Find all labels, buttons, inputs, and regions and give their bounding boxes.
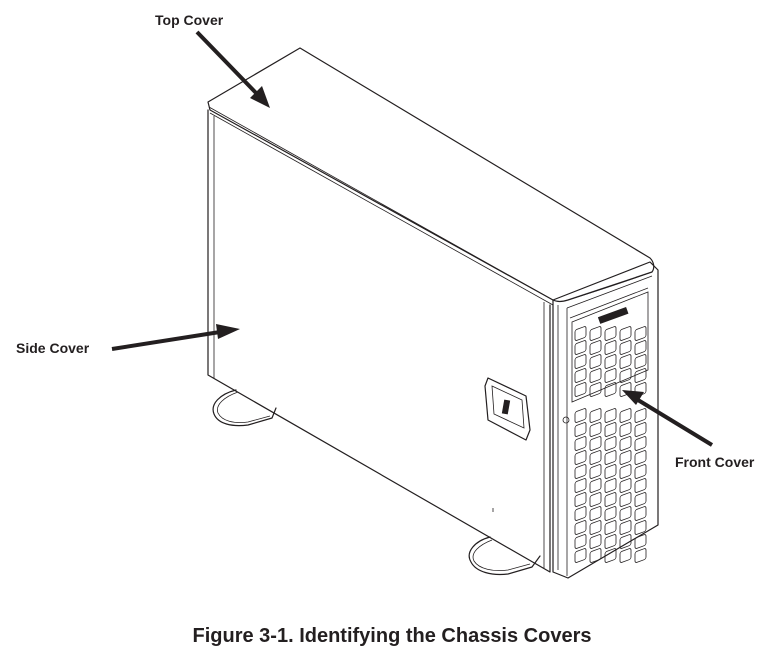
grille-cell xyxy=(574,422,587,437)
grille-cell xyxy=(574,520,587,535)
grille-cell xyxy=(574,408,587,423)
grille-cell xyxy=(634,340,647,355)
grille-cell xyxy=(604,368,617,383)
grille-cell xyxy=(604,478,617,493)
lock-icon xyxy=(562,416,570,424)
grille-cell xyxy=(589,368,602,383)
grille-cell xyxy=(589,492,602,507)
grille-cell xyxy=(589,408,602,423)
arrow-front-cover xyxy=(622,390,714,447)
grille-cell xyxy=(619,450,632,465)
grille-cell xyxy=(589,548,602,563)
grille-cell xyxy=(604,436,617,451)
grille-cell xyxy=(619,464,632,479)
grille-cell xyxy=(589,450,602,465)
grille-cell xyxy=(604,492,617,507)
grille-cell xyxy=(604,382,617,397)
side-cover-label: Side Cover xyxy=(16,340,90,356)
grille-cell xyxy=(604,354,617,369)
grille-cell xyxy=(634,450,647,465)
grille-cell xyxy=(574,478,587,493)
grille-cell xyxy=(589,382,602,397)
grille-cell xyxy=(619,340,632,355)
grille-cell xyxy=(634,534,647,549)
arrow-side-cover xyxy=(111,324,240,351)
grille-cell xyxy=(574,492,587,507)
grille-cell xyxy=(634,436,647,451)
grille-cell xyxy=(574,354,587,369)
grille-cell xyxy=(634,326,647,341)
top-cover xyxy=(207,47,655,306)
grille-cell xyxy=(604,548,617,563)
grille-cell xyxy=(634,506,647,521)
grille-cell xyxy=(619,408,632,423)
grille-cell xyxy=(574,450,587,465)
grille-cell xyxy=(634,478,647,493)
chassis-foot-front xyxy=(468,536,541,576)
grille-cell xyxy=(604,534,617,549)
grille-cell xyxy=(619,382,632,397)
grille-cell xyxy=(604,326,617,341)
top-cover-label: Top Cover xyxy=(155,12,224,28)
grille-cell xyxy=(634,368,647,383)
front-cover-label: Front Cover xyxy=(675,454,755,470)
grille-cell xyxy=(604,408,617,423)
front-cover xyxy=(552,261,659,579)
grille-cell xyxy=(634,520,647,535)
grille-cell xyxy=(574,436,587,451)
grille-cell xyxy=(619,422,632,437)
grille-cell xyxy=(619,492,632,507)
grille-cell xyxy=(604,520,617,535)
grille-cell xyxy=(589,354,602,369)
grille-cell xyxy=(574,326,587,341)
grille-cell xyxy=(634,354,647,369)
grille-cell xyxy=(589,340,602,355)
grille-cell xyxy=(589,506,602,521)
grille-cell xyxy=(619,354,632,369)
grille-cell xyxy=(574,534,587,549)
grille-cell xyxy=(604,450,617,465)
grille-cell xyxy=(574,368,587,383)
grille-cell xyxy=(634,548,647,563)
arrow-top-cover xyxy=(195,30,270,108)
grille-cell xyxy=(574,506,587,521)
side-cover-handle xyxy=(484,377,531,441)
grille-cell xyxy=(574,548,587,563)
grille-cell xyxy=(589,464,602,479)
side-cover xyxy=(207,109,551,573)
grille-cell xyxy=(619,548,632,563)
grille-cell xyxy=(604,506,617,521)
grille-cell xyxy=(604,422,617,437)
grille-cell xyxy=(589,478,602,493)
grille-cell xyxy=(574,382,587,397)
grille-cell xyxy=(604,340,617,355)
grille-cell xyxy=(589,520,602,535)
grille-cell xyxy=(619,506,632,521)
grille-cell xyxy=(589,534,602,549)
grille-cell xyxy=(634,492,647,507)
grille-cell xyxy=(589,422,602,437)
grille-cell xyxy=(634,464,647,479)
figure-caption: Figure 3-1. Identifying the Chassis Cove… xyxy=(192,625,592,647)
chassis-foot-rear xyxy=(212,389,277,427)
grille-cell xyxy=(574,464,587,479)
grille-cell xyxy=(589,436,602,451)
grille-cell xyxy=(619,368,632,383)
front-grille xyxy=(574,326,647,563)
grille-cell xyxy=(619,326,632,341)
grille-cell xyxy=(619,478,632,493)
grille-cell xyxy=(604,464,617,479)
grille-cell xyxy=(619,436,632,451)
grille-cell xyxy=(634,408,647,423)
grille-cell xyxy=(619,534,632,549)
grille-cell xyxy=(634,422,647,437)
grille-cell xyxy=(619,520,632,535)
grille-cell xyxy=(589,326,602,341)
grille-cell xyxy=(574,340,587,355)
